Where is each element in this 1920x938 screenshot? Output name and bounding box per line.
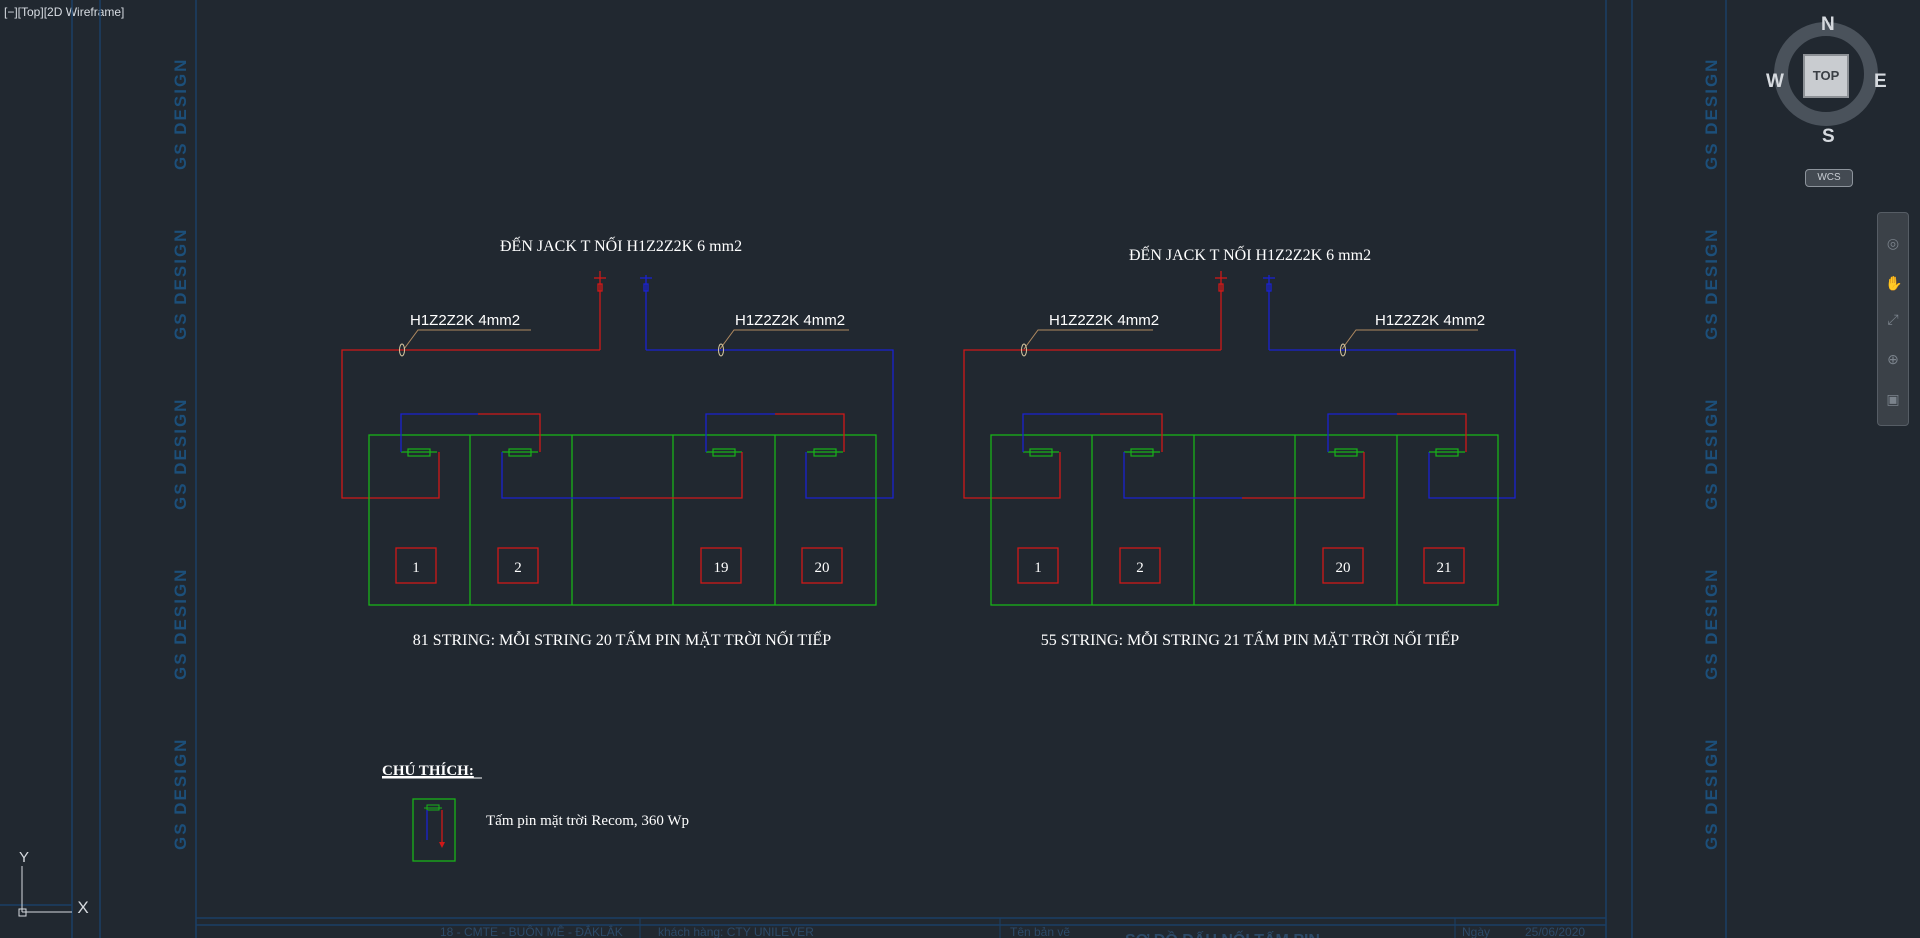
wcs-menu-button[interactable]: WCS <box>1805 169 1853 187</box>
panel-number-boxes <box>1017 547 1465 584</box>
panel-number: 20 <box>1336 560 1351 576</box>
panel-array <box>990 434 1499 606</box>
title-block: 18 - CMTE - BUÔN MÊ - ĐẮKLẮK khách hàng:… <box>440 918 1585 938</box>
panel-number: 1 <box>1034 560 1042 576</box>
watermark-text: GS DESIGN <box>171 228 190 340</box>
cable-label-right: H1Z2Z2K 4mm2 <box>735 312 845 329</box>
diagram-caption: 55 STRING: MỖI STRING 21 TẤM PIN MẶT TRỜ… <box>1041 629 1459 649</box>
string-diagram-2[interactable]: ĐẾN JACK T NỐI H1Z2Z2K 6 mm2 H1Z2Z2K 4mm… <box>963 245 1516 649</box>
titleblock-project: 18 - CMTE - BUÔN MÊ - ĐẮKLẮK <box>440 924 623 938</box>
solar-panel-legend-icon <box>412 798 456 862</box>
viewcube[interactable]: N S E W TOP <box>1766 12 1896 192</box>
viewcube-south[interactable]: S <box>1822 126 1835 147</box>
cable-label-right: H1Z2Z2K 4mm2 <box>1375 312 1485 329</box>
viewport-controls-label[interactable]: [−][Top][2D Wireframe] <box>4 5 125 19</box>
panel-connectors <box>1023 448 1465 457</box>
viewcube-north[interactable]: N <box>1821 14 1835 35</box>
zoom-extents-icon[interactable]: ⤢ <box>1887 311 1899 327</box>
panel-number: 19 <box>714 560 729 576</box>
watermark-left: GS DESIGN GS DESIGN GS DESIGN GS DESIGN … <box>171 58 190 850</box>
diagram-header: ĐẾN JACK T NỐI H1Z2Z2K 6 mm2 <box>1129 245 1371 264</box>
ucs-x-label: X <box>77 898 88 917</box>
watermark-text: GS DESIGN <box>171 568 190 680</box>
ucs-y-label: Y <box>19 849 29 866</box>
watermark-right: GS DESIGN GS DESIGN GS DESIGN GS DESIGN … <box>1702 58 1721 850</box>
panel-number: 2 <box>1136 560 1144 576</box>
titleblock-owner: khách hàng: CTY UNILEVER <box>658 925 814 938</box>
panel-array <box>368 434 877 606</box>
drawing-frame <box>0 0 1727 938</box>
positive-terminal-icon <box>1215 271 1227 350</box>
orbit-icon[interactable]: ⊕ <box>1887 351 1899 367</box>
legend-item-text: Tấm pin mặt trời Recom, 360 Wp <box>486 813 689 829</box>
watermark-text: GS DESIGN <box>1702 228 1721 340</box>
negative-terminal-icon <box>1263 275 1275 350</box>
watermark-text: GS DESIGN <box>1702 58 1721 170</box>
titleblock-name-label: Tên bản vẽ <box>1010 925 1070 938</box>
titleblock-drawing-title: SƠ ĐỒ ĐẤU NỐI TẤM PIN <box>1125 929 1320 938</box>
showmotion-icon[interactable]: ▣ <box>1886 391 1900 407</box>
watermark-text: GS DESIGN <box>171 398 190 510</box>
titleblock-date: 25/06/2020 <box>1525 925 1585 938</box>
navigation-bar[interactable]: ◎ ✋ ⤢ ⊕ ▣ <box>1877 212 1909 426</box>
panel-number: 1 <box>412 560 420 576</box>
panel-number: 21 <box>1437 560 1452 576</box>
panel-number: 20 <box>815 560 830 576</box>
watermark-text: GS DESIGN <box>1702 568 1721 680</box>
panel-number-boxes <box>395 547 843 584</box>
ucs-icon <box>18 866 72 917</box>
panel-connectors <box>401 448 843 457</box>
viewcube-top-face[interactable]: TOP <box>1803 54 1849 98</box>
watermark-text: GS DESIGN <box>171 738 190 850</box>
watermark-text: GS DESIGN <box>1702 738 1721 850</box>
legend: CHÚ THÍCH: Tấm pin mặt trời Recom, 360 W… <box>382 762 689 862</box>
cable-label-left: H1Z2Z2K 4mm2 <box>410 312 520 329</box>
diagram-caption: 81 STRING: MỖI STRING 20 TẤM PIN MẶT TRỜ… <box>413 629 831 649</box>
panel-number: 2 <box>514 560 522 576</box>
viewcube-east[interactable]: E <box>1874 71 1887 92</box>
negative-terminal-icon <box>640 275 652 350</box>
positive-terminal-icon <box>594 271 606 350</box>
diagram-header: ĐẾN JACK T NỐI H1Z2Z2K 6 mm2 <box>500 236 742 255</box>
string-diagram-1[interactable]: ĐẾN JACK T NỐI H1Z2Z2K 6 mm2 H1Z2Z2K 4mm… <box>341 236 894 649</box>
legend-title: CHÚ THÍCH: <box>382 762 474 779</box>
watermark-text: GS DESIGN <box>1702 398 1721 510</box>
titleblock-date-label: Ngày <box>1462 925 1490 938</box>
viewcube-west[interactable]: W <box>1766 71 1784 92</box>
pan-icon[interactable]: ✋ <box>1885 275 1903 291</box>
cable-label-left: H1Z2Z2K 4mm2 <box>1049 312 1159 329</box>
full-navigation-wheel-icon[interactable]: ◎ <box>1886 235 1900 251</box>
watermark-text: GS DESIGN <box>171 58 190 170</box>
